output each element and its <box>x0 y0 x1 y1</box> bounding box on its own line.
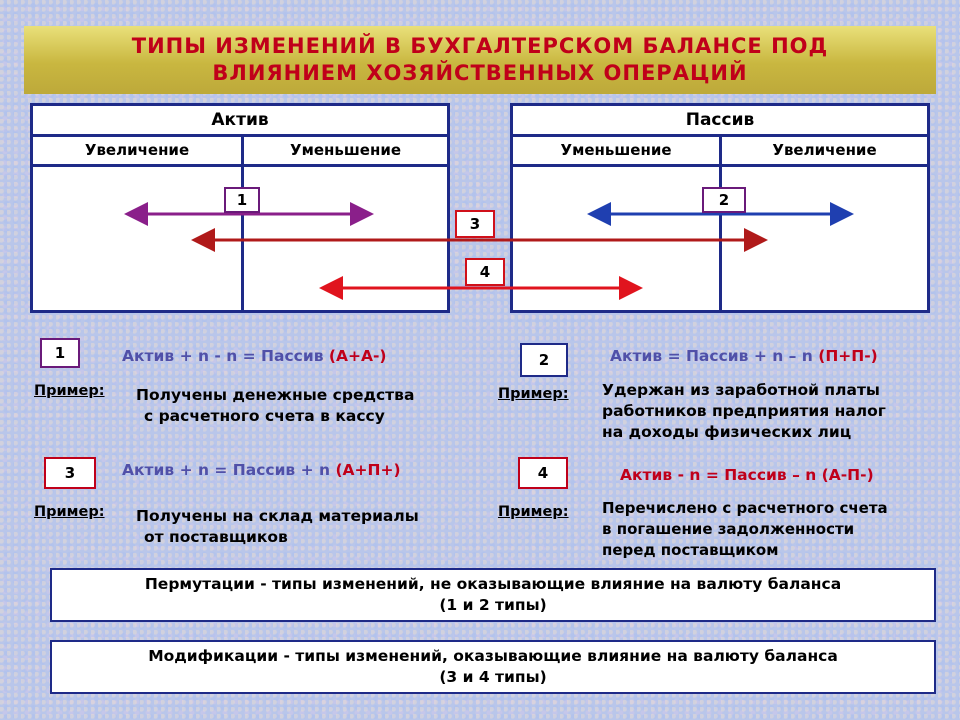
type-4-code: (А-П-) <box>821 466 874 484</box>
type-1-example: Получены денежные средства с расчетного … <box>136 385 414 427</box>
liability-decrease-header: Уменьшение <box>513 137 719 167</box>
type-2-example-label: Пример: <box>498 386 569 402</box>
type-1-formula: Актив + n - n = Пассив (А+А-) <box>122 347 387 365</box>
modifications-note-line-1: Модификации - типы изменений, оказывающи… <box>148 647 838 665</box>
arrow-label-2: 2 <box>702 187 746 213</box>
arrow-label-3: 3 <box>455 210 495 238</box>
type-3-formula: Актив + n = Пассив + n (А+П+) <box>122 461 401 479</box>
liability-title: Пассив <box>513 106 927 137</box>
type-1-formula-text: Актив + n - n = Пассив <box>122 347 324 365</box>
type-4-number: 4 <box>518 457 568 489</box>
type-2-example-line: Удержан из заработной платы <box>602 381 880 399</box>
asset-decrease-header: Уменьшение <box>244 137 447 167</box>
type-1-example-label: Пример: <box>34 383 105 399</box>
type-1-example-line: Получены денежные средства <box>136 386 415 404</box>
type-3-example: Получены на склад материалы от поставщик… <box>136 506 419 548</box>
asset-title: Актив <box>33 106 447 137</box>
type-3-example-line: от поставщиков <box>144 528 288 546</box>
title-line-1: ТИПЫ ИЗМЕНЕНИЙ В БУХГАЛТЕРСКОМ БАЛАНСЕ П… <box>131 34 829 58</box>
type-2-code: (П+П-) <box>818 347 878 365</box>
type-3-code: (А+П+) <box>335 461 401 479</box>
type-4-example-line: перед поставщиком <box>602 541 779 559</box>
type-3-number: 3 <box>44 457 96 489</box>
permutations-note: Пермутации - типы изменений, не оказываю… <box>50 568 936 622</box>
type-3-example-label: Пример: <box>34 504 105 520</box>
type-4-formula: Актив - n = Пассив – n (А-П-) <box>620 466 874 484</box>
modifications-note: Модификации - типы изменений, оказывающи… <box>50 640 936 694</box>
type-4-example-line: Перечислено с расчетного счета <box>602 499 888 517</box>
title-line-2: ВЛИЯНИЕМ ХОЗЯЙСТВЕННЫХ ОПЕРАЦИЙ <box>212 61 748 85</box>
liability-increase-header: Увеличение <box>722 137 927 167</box>
watermark-text: MyShared <box>777 662 924 692</box>
type-2-formula-text: Актив = Пассив + n – n <box>610 347 813 365</box>
type-2-example: Удержан из заработной платы работников п… <box>602 380 886 443</box>
asset-increase-header: Увеличение <box>33 137 241 167</box>
arrow-label-4: 4 <box>465 258 505 286</box>
presentation-icon <box>743 664 771 688</box>
type-2-formula: Актив = Пассив + n – n (П+П-) <box>610 347 878 365</box>
permutations-note-line-2: (1 и 2 типы) <box>439 596 547 614</box>
type-3-example-line: Получены на склад материалы <box>136 507 419 525</box>
type-1-number: 1 <box>40 338 80 368</box>
page-title: ТИПЫ ИЗМЕНЕНИЙ В БУХГАЛТЕРСКОМ БАЛАНСЕ П… <box>24 26 936 94</box>
type-2-example-line: работников предприятия налог <box>602 402 886 420</box>
type-1-example-line: с расчетного счета в кассу <box>144 407 385 425</box>
modifications-note-line-2: (3 и 4 типы) <box>439 668 547 686</box>
arrow-label-1: 1 <box>224 187 260 213</box>
type-4-example: Перечислено с расчетного счета в погашен… <box>602 498 888 561</box>
permutations-note-line-1: Пермутации - типы изменений, не оказываю… <box>144 575 842 593</box>
type-3-formula-text: Актив + n = Пассив + n <box>122 461 331 479</box>
type-4-formula-text: Актив - n = Пассив – n <box>620 466 817 484</box>
type-2-example-line: на доходы физических лиц <box>602 423 852 441</box>
type-1-code: (А+А-) <box>328 347 387 365</box>
type-4-example-line: в погашение задолженности <box>602 520 855 538</box>
watermark: MyShared <box>743 662 924 692</box>
type-2-number: 2 <box>520 343 568 377</box>
type-4-example-label: Пример: <box>498 504 569 520</box>
